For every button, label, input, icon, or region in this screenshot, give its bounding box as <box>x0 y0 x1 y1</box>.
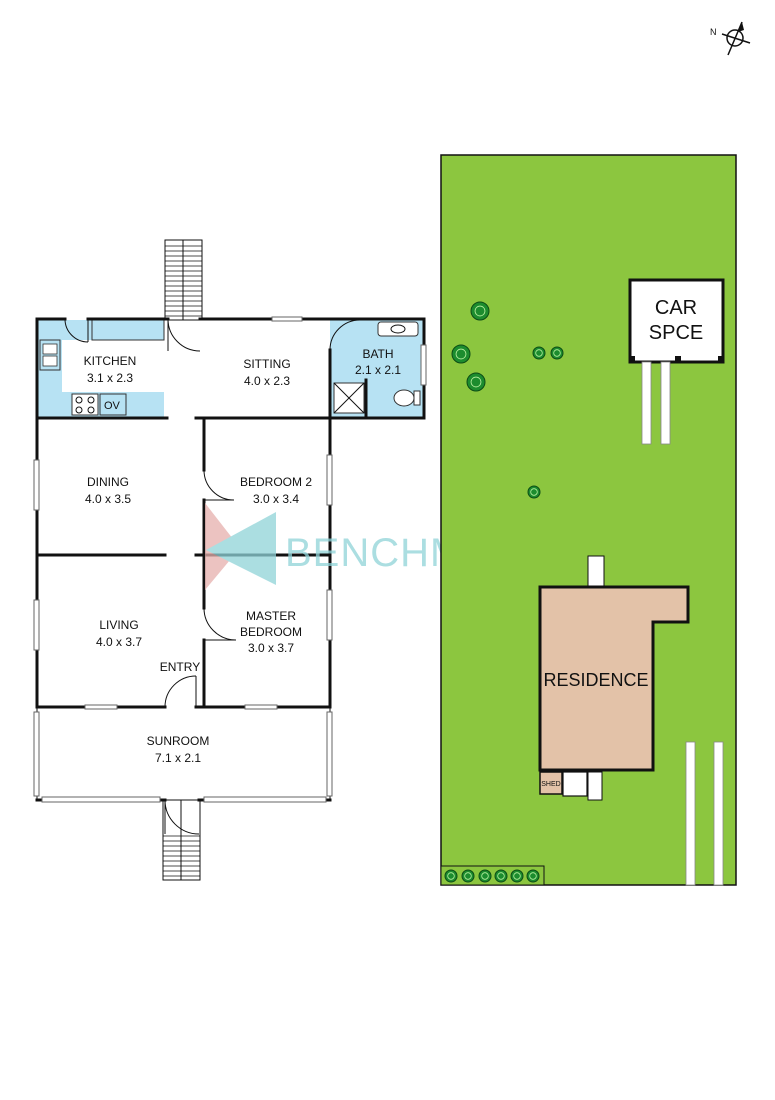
toilet-icon <box>393 389 415 407</box>
sitting-label: SITTING <box>243 357 290 371</box>
tree-icon <box>526 869 540 883</box>
sunroom-walls <box>33 707 333 803</box>
front-path-strip <box>713 741 724 886</box>
tree-icon <box>478 869 492 883</box>
kitchen-fixtures: OV <box>39 339 127 416</box>
site-front-steps <box>587 555 605 587</box>
sitting-dim: 4.0 x 2.3 <box>244 374 290 388</box>
tree-icon <box>461 869 475 883</box>
tree-icon <box>510 869 524 883</box>
doors <box>64 318 361 835</box>
compass-icon: N <box>710 21 751 56</box>
compass-north-label: N <box>710 27 717 37</box>
tree-icon <box>550 346 564 360</box>
shed-label: SHED <box>541 781 560 788</box>
tree-icon <box>494 869 508 883</box>
bath-fixtures <box>333 321 421 414</box>
sunroom-label: SUNROOM <box>147 734 210 748</box>
kitchen-label: KITCHEN <box>84 354 137 368</box>
kitchen-dim: 3.1 x 2.3 <box>87 371 133 385</box>
car-space <box>628 278 725 364</box>
oven-box <box>99 393 127 416</box>
site-trees <box>444 301 564 883</box>
benchmark-logo-cyan <box>206 512 276 585</box>
living-dim: 4.0 x 3.7 <box>96 635 142 649</box>
tree-icon <box>470 301 490 321</box>
bath-dim: 2.1 x 2.1 <box>355 363 401 377</box>
residence-footprint <box>538 585 690 772</box>
tree-icon <box>444 869 458 883</box>
master-label-line2: BEDROOM <box>240 625 302 639</box>
master-dim: 3.0 x 3.7 <box>248 641 294 655</box>
tree-icon <box>527 485 541 499</box>
bedroom2-dim: 3.0 x 3.4 <box>253 492 299 506</box>
car-space-label-line1: CAR <box>655 297 697 319</box>
entry-label: ENTRY <box>160 660 200 674</box>
residence-label: RESIDENCE <box>543 670 648 690</box>
rear-stairs <box>164 239 203 321</box>
room-labels: KITCHEN 3.1 x 2.3 SITTING 4.0 x 2.3 BATH… <box>84 347 402 765</box>
bath-label: BATH <box>362 347 393 361</box>
driveway-strip <box>641 361 652 445</box>
sunroom-dim: 7.1 x 2.1 <box>155 751 201 765</box>
tree-icon <box>532 346 546 360</box>
living-label: LIVING <box>99 618 138 632</box>
shed <box>539 771 563 795</box>
dining-dim: 4.0 x 3.5 <box>85 492 131 506</box>
vanity-icon <box>377 321 419 337</box>
front-stairs <box>162 799 201 881</box>
house-windows <box>33 316 427 710</box>
dining-label: DINING <box>87 475 129 489</box>
tree-icon <box>466 372 486 392</box>
driveway-strip <box>660 361 671 445</box>
site-rear-steps <box>587 771 603 801</box>
cooktop-icon <box>71 393 99 416</box>
site-plan: CAR SPCE RESIDENCE SHED <box>440 154 737 886</box>
car-space-label-line2: SPCE <box>649 322 703 344</box>
oven-label: OV <box>104 400 121 412</box>
bedroom2-label: BEDROOM 2 <box>240 475 312 489</box>
master-label-line1: MASTER <box>246 609 296 623</box>
front-path-strip <box>685 741 696 886</box>
tree-icon <box>451 344 471 364</box>
